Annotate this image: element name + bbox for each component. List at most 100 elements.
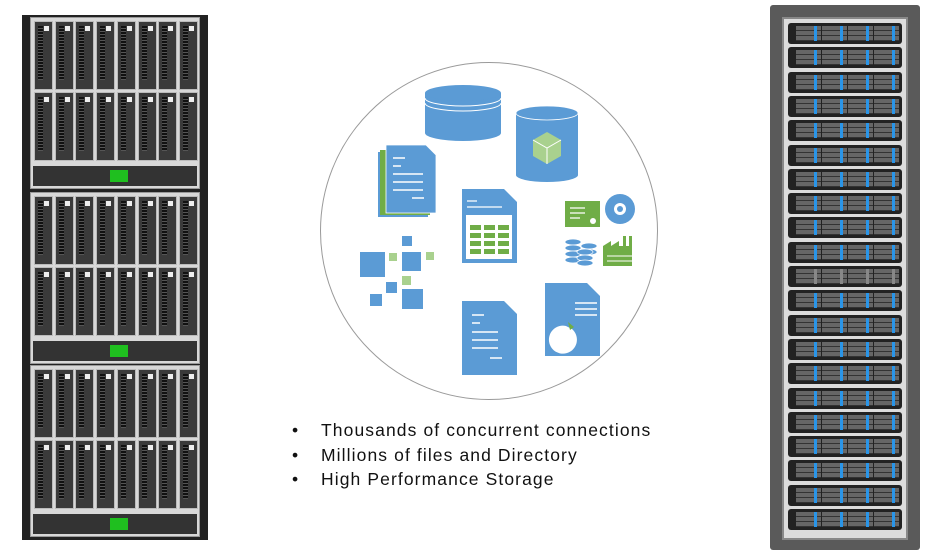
storage-unit [788,168,902,190]
storage-unit [788,71,902,93]
drive-led [866,463,869,479]
drive-led [892,74,895,90]
blade-server [158,92,178,161]
drive-led [892,220,895,236]
feature-bullet-list: Thousands of concurrent connections Mill… [292,420,651,494]
storage-unit [788,241,902,263]
drive-led [892,487,895,503]
blade-enclosure [30,365,200,537]
drive-led [840,26,843,41]
drive-led [892,171,895,187]
blade-server [116,92,136,161]
storage-unit [788,436,902,458]
blade-server [96,92,116,161]
lcd-display [110,345,128,357]
lcd-display [110,170,128,182]
storage-unit [788,509,902,530]
drive-led [814,26,817,41]
enclosure-status-bar [33,514,197,534]
blade-server [158,21,178,90]
blade-server [178,369,198,438]
blade-server [54,267,74,336]
drive-led [866,390,869,406]
drive-led [814,244,817,260]
blade-server [75,21,95,90]
drive-led [840,220,843,236]
drive-led [840,512,843,527]
drive-led [892,414,895,430]
drive-led [892,317,895,333]
blade-server [178,92,198,161]
blade-server [75,196,95,265]
drive-led [814,366,817,382]
blade-server [54,369,74,438]
drive-led [840,98,843,114]
drive-led [866,487,869,503]
drive-led [814,269,817,284]
blade-server [178,21,198,90]
drive-led [866,317,869,333]
drive-led [840,366,843,382]
drive-led [892,269,895,284]
drive-led [840,341,843,357]
squares-mosaic-icon [360,236,434,309]
blade-enclosure [30,192,200,364]
drive-led [814,74,817,90]
drive-led [892,26,895,41]
drive-led [866,512,869,527]
blade-server [178,196,198,265]
drive-led [892,390,895,406]
drive-led [814,293,817,309]
drive-led [840,147,843,163]
drive-led [892,512,895,527]
drive-led [866,98,869,114]
enclosure-status-bar [33,341,197,361]
drive-led [866,196,869,212]
bullet-item: Millions of files and Directory [292,445,651,470]
storage-unit [788,484,902,506]
pie-chart-document-icon [545,283,600,356]
blade-server [137,369,157,438]
storage-unit [788,120,902,142]
lcd-display [110,518,128,530]
storage-unit [788,411,902,433]
spreadsheet-document-icon [462,189,517,263]
storage-unit [788,363,902,385]
drive-led [892,244,895,260]
storage-unit [788,266,902,287]
database-icon [424,85,502,141]
drive-led [814,50,817,66]
blade-server [96,21,116,90]
drive-led [866,50,869,66]
drive-led [814,487,817,503]
blade-server [158,369,178,438]
drive-led [814,220,817,236]
storage-unit [788,95,902,117]
enclosure-status-bar [33,166,197,186]
blade-server [34,196,53,265]
drive-led [814,512,817,527]
storage-unit [788,460,902,482]
drive-led [866,74,869,90]
blade-server [116,267,136,336]
blade-server [178,267,198,336]
blade-server-rack [22,15,208,540]
blade-server [54,196,74,265]
blade-server [34,267,53,336]
documents-stack-icon [378,144,437,217]
storage-unit [788,338,902,360]
bullet-item: High Performance Storage [292,469,651,494]
drive-led [814,147,817,163]
drive-led [866,439,869,455]
drive-led [840,414,843,430]
blade-server [137,440,157,509]
blade-enclosure [30,17,200,189]
drive-led [892,439,895,455]
storage-unit [788,290,902,312]
drive-led [814,439,817,455]
blade-server [137,21,157,90]
drive-led [840,439,843,455]
drive-led [814,341,817,357]
storage-unit [788,193,902,215]
